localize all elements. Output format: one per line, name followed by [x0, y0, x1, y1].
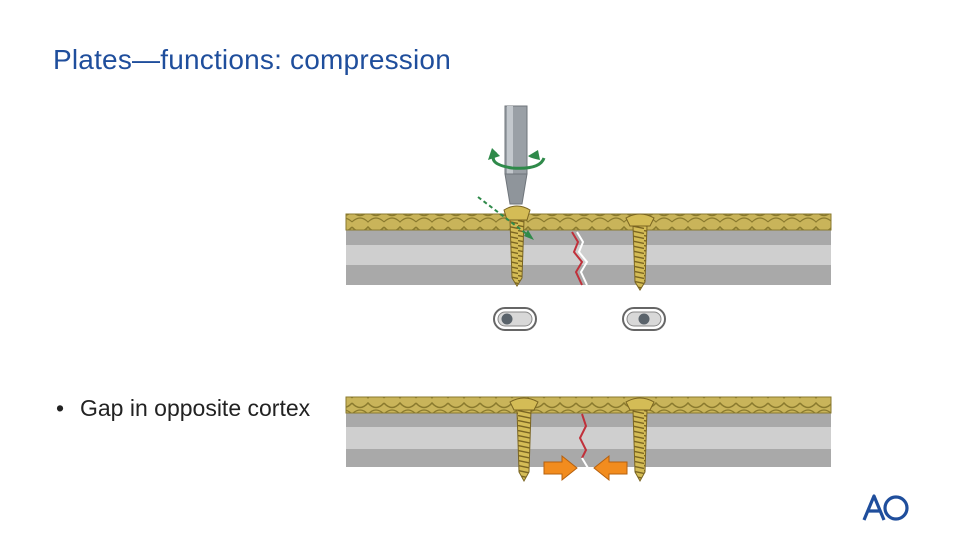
slide-title: Plates—functions: compression [53, 44, 451, 75]
fracture-line-bottom [578, 413, 588, 459]
bullet-text: Gap in opposite cortex [80, 395, 311, 421]
plate-bottom [345, 396, 832, 414]
screwdriver [504, 105, 528, 205]
bullet-item: • Gap in opposite cortex [52, 393, 330, 423]
bone-top [346, 230, 831, 285]
fracture-line-top [571, 231, 584, 286]
top-panel [345, 105, 832, 331]
bottom-panel [345, 396, 832, 483]
compression-arrow-right-icon [543, 454, 578, 482]
screw-eccentric [503, 205, 531, 287]
screw-neutral [625, 213, 655, 291]
bullet-list: • Gap in opposite cortex [52, 393, 330, 423]
screw-left-bottom [509, 397, 539, 483]
rotation-arrow-icon [488, 148, 546, 170]
hole-diagram-centered [622, 307, 666, 331]
bone-bottom [346, 413, 831, 467]
compression-arrow-left-icon [593, 454, 628, 482]
hole-diagram-eccentric [493, 307, 537, 331]
screw-right-bottom [625, 397, 655, 483]
plate-top [345, 213, 832, 231]
ao-logo [862, 494, 909, 521]
bullet-marker: • [56, 395, 65, 421]
direction-arrow-icon [477, 196, 534, 240]
